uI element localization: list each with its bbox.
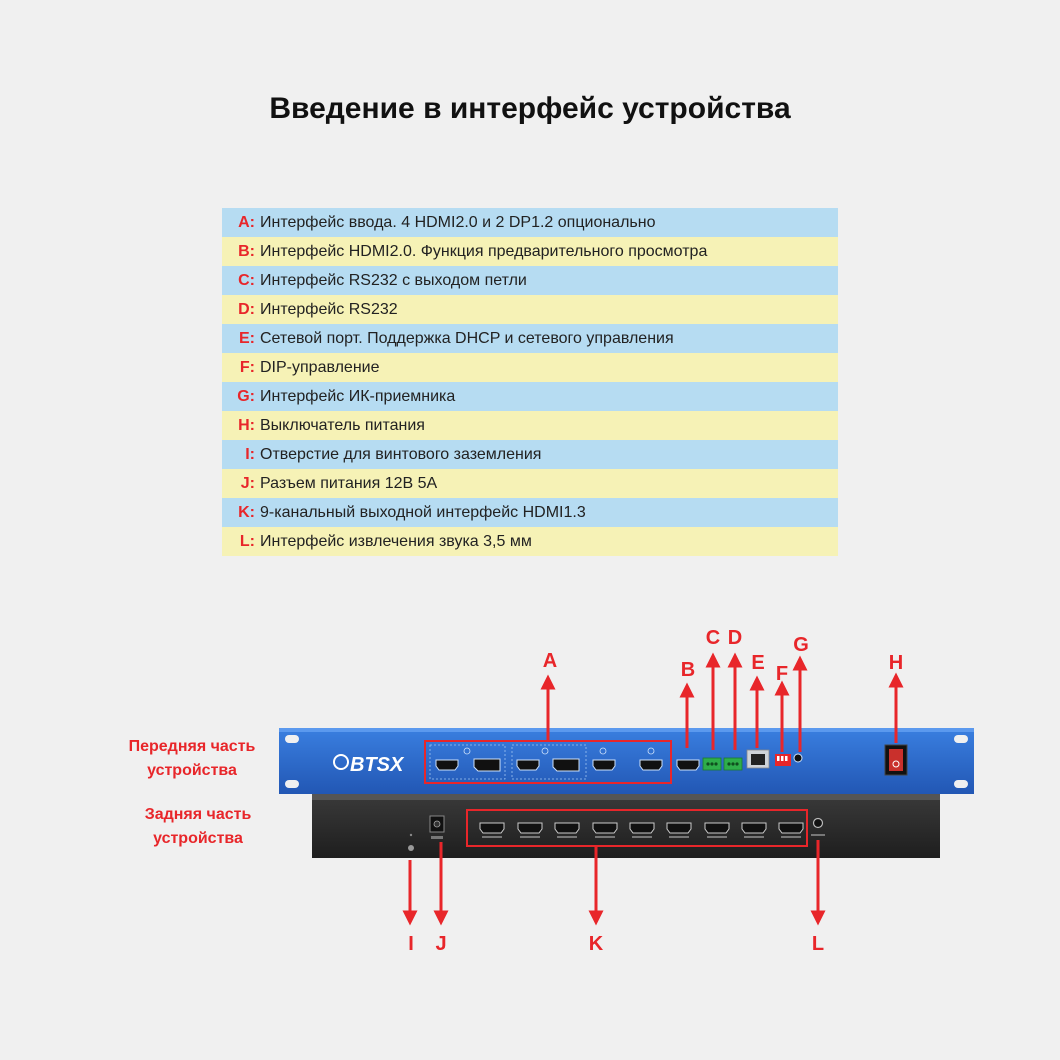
rack-ear-slot [954, 780, 968, 788]
front-panel-label: Передняя часть устройства [128, 738, 256, 779]
legend-key: E: [239, 330, 255, 347]
rack-ear-slot [285, 735, 299, 743]
callout-b: B [681, 659, 695, 681]
hdmi-output-ports [479, 822, 804, 838]
callout-g: G [793, 634, 809, 656]
legend-key: I: [245, 446, 255, 463]
rear-panel [312, 794, 940, 858]
legend-text: Выключатель питания [260, 417, 425, 434]
callout-arrows [402, 652, 904, 926]
legend-text: Отверстие для винтового заземления [260, 446, 542, 463]
callout-i: I [408, 933, 414, 955]
callout-f: F [776, 663, 788, 685]
callout-a: A [543, 650, 557, 672]
displayport-input-ports [473, 758, 580, 772]
power-switch-icon [884, 744, 908, 776]
callout-k: K [589, 933, 604, 955]
legend-row-a: A: Интерфейс ввода. 4 HDMI2.0 и 2 DP1.2 о… [222, 208, 838, 237]
legend-key: J: [240, 475, 255, 492]
hdmi-input-ports [435, 759, 663, 771]
legend-text: Интерфейс RS232 [260, 301, 398, 318]
rear-panel-label: Задняя часть устройства [144, 806, 252, 847]
legend-row-f: F: DIP-управление [222, 353, 838, 382]
legend-key: C: [238, 272, 255, 289]
callout-d: D [728, 627, 742, 649]
legend-row-i: I: Отверстие для винтового заземления [222, 440, 838, 469]
rack-ear-slot [285, 780, 299, 788]
rs232-terminal-blocks [702, 757, 743, 771]
legend-row-j: J: Разъем питания 12В 5А [222, 469, 838, 498]
legend-key: G: [237, 388, 255, 405]
legend-text: Интерфейс HDMI2.0. Функция предварительн… [260, 243, 708, 260]
brand-logo-icon [333, 754, 349, 770]
legend-row-e: E: Сетевой порт. Поддержка DHCP и сетевог… [222, 324, 838, 353]
callout-h: H [889, 652, 903, 674]
callout-c: C [706, 627, 720, 649]
legend-text: Интерфейс извлечения звука 3,5 мм [260, 533, 532, 550]
audio-jack-icon [812, 817, 824, 829]
legend-text: DIP-управление [260, 359, 380, 376]
hdmi-preview-port [676, 759, 700, 771]
legend-text: Интерфейс ИК-приемника [260, 388, 456, 405]
legend-text: Разъем питания 12В 5А [260, 475, 438, 492]
interface-legend: A: Интерфейс ввода. 4 HDMI2.0 и 2 DP1.2 о… [222, 208, 838, 556]
rack-ear-slot [954, 735, 968, 743]
legend-key: F: [239, 359, 255, 376]
legend-row-l: L: Интерфейс извлечения звука 3,5 мм [222, 527, 838, 556]
legend-row-d: D: Интерфейс RS232 [222, 295, 838, 324]
legend-text: Интерфейс ввода. 4 HDMI2.0 и 2 DP1.2 опц… [260, 214, 656, 231]
dip-switch-icon [775, 754, 791, 766]
ground-screw-icon [408, 845, 414, 851]
legend-row-b: B: Интерфейс HDMI2.0. Функция предварител… [222, 237, 838, 266]
hdmi-output-highlight [466, 809, 808, 847]
legend-text: Сетевой порт. Поддержка DHCP и сетевого … [260, 330, 674, 347]
lan-port-icon [746, 749, 770, 769]
legend-text: 9-канальный выходной интерфейс HDMI1.3 [260, 504, 586, 521]
callout-l: L [812, 933, 824, 955]
input-group-highlight [424, 740, 672, 784]
legend-key: B: [238, 243, 255, 260]
ir-receiver-icon [793, 753, 803, 763]
page-title: Введение в интерфейс устройства [269, 92, 791, 125]
legend-key: L: [239, 533, 255, 550]
legend-key: A: [238, 214, 255, 231]
legend-key: K: [238, 504, 255, 521]
legend-row-h: H: Выключатель питания [222, 411, 838, 440]
legend-row-c: C: Интерфейс RS232 с выходом петли [222, 266, 838, 295]
legend-key: H: [238, 417, 255, 434]
brand-name: BTSX [350, 754, 405, 776]
callout-e: E [751, 652, 764, 674]
legend-key: D: [238, 301, 255, 318]
callout-j: J [435, 933, 446, 955]
front-panel: BTSX [279, 728, 974, 794]
legend-row-k: K: 9-канальный выходной интерфейс HDMI1.3 [222, 498, 838, 527]
legend-row-g: G: Интерфейс ИК-приемника [222, 382, 838, 411]
legend-text: Интерфейс RS232 с выходом петли [260, 272, 527, 289]
